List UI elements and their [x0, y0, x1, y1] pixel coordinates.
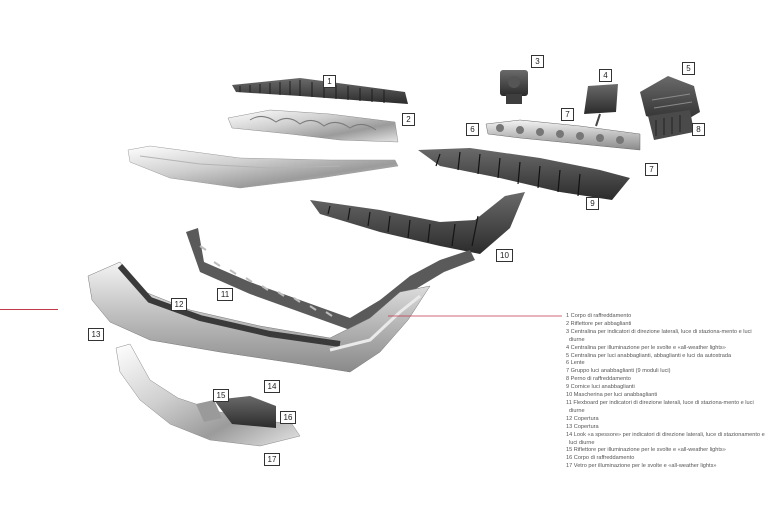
legend-item: 7 Gruppo luci anabbaglianti (9 moduli lu… — [566, 368, 671, 375]
legend-item: 15 Riflettore per illuminazione per le s… — [566, 447, 726, 454]
callout-2: 2 — [402, 113, 415, 126]
callout-16: 16 — [280, 411, 296, 424]
legend-item: 2 Riflettore per abbaglianti — [566, 320, 632, 327]
legend-item: 12 Copertura — [566, 415, 599, 422]
legend-item: 8 Perno di raffreddamento — [566, 376, 631, 383]
callout-8: 8 — [692, 123, 705, 136]
callout-3: 3 — [531, 55, 544, 68]
legend-item: 17 Vetro per illuminazione per le svolte… — [566, 463, 717, 470]
part-cooling-pin — [648, 110, 694, 140]
callout-14: 14 — [264, 380, 280, 393]
part-control-unit-4 — [584, 84, 618, 127]
part-low-beam-frame — [418, 148, 630, 200]
legend-item: 5 Centralina per luci anabbaglianti, abb… — [566, 352, 732, 359]
part-low-beam-modules — [485, 119, 641, 151]
callout-4: 4 — [599, 69, 612, 82]
parts-legend: 1 Corpo di raffreddamento 2 Riflettore p… — [566, 313, 766, 471]
callout-6: 6 — [466, 123, 479, 136]
legend-item: 10 Mascherina per luci anabbaglianti — [566, 392, 658, 399]
callout-7a: 7 — [561, 108, 574, 121]
callout-11: 11 — [217, 288, 233, 301]
callout-7b: 7 — [645, 163, 658, 176]
part-low-beam-mask — [310, 192, 525, 254]
part-lens-strip — [127, 145, 399, 189]
part-flexboard — [186, 228, 475, 330]
callout-13: 13 — [88, 328, 104, 341]
callout-10: 10 — [496, 249, 513, 262]
legend-item: 13 Copertura — [566, 423, 599, 430]
accent-rule — [0, 309, 58, 310]
part-reflector — [227, 109, 399, 143]
legend-item: 1 Corpo di raffreddamento — [566, 313, 632, 319]
part-turn-light-group — [115, 343, 301, 447]
callout-5: 5 — [682, 62, 695, 75]
callout-15: 15 — [213, 389, 229, 402]
callout-12: 12 — [171, 298, 187, 311]
callout-17: 17 — [264, 453, 280, 466]
legend-item: 4 Centralina per illuminazione per le sv… — [566, 344, 726, 351]
legend-item: 6 Lente — [566, 360, 585, 367]
part-control-unit-3 — [500, 70, 528, 104]
legend-item: 3 Centralina per indicatori di direzione… — [566, 328, 752, 343]
legend-item: 9 Cornice luci anabbaglianti — [566, 384, 635, 391]
legend-item: 16 Corpo di raffreddamento — [566, 455, 635, 462]
part-cooling-body — [232, 78, 408, 104]
legend-item: 11 Flexboard per indicatori di direzione… — [566, 399, 754, 414]
callout-9: 9 — [586, 197, 599, 210]
callout-1: 1 — [323, 75, 336, 88]
part-covers — [87, 261, 431, 373]
legend-item: 14 Look «a spessore» per indicatori di d… — [566, 431, 765, 446]
